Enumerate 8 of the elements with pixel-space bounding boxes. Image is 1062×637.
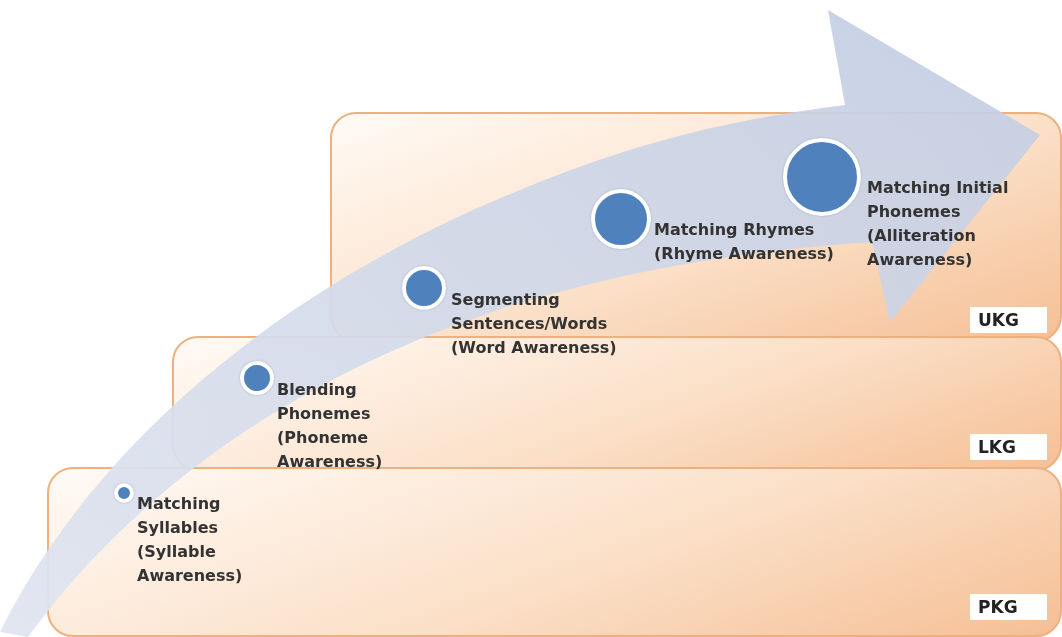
milestone-text: Blending Phonemes (Phoneme Awareness)	[277, 379, 384, 473]
level-label: LKG	[970, 434, 1047, 460]
milestone-text: Matching Syllables (Syllable Awareness)	[137, 493, 244, 587]
milestone-text: Segmenting Sentences/Words (Word Awareness)	[451, 289, 618, 359]
milestone-text: Matching Rhymes (Rhyme Awareness)	[654, 219, 834, 265]
milestone-text: Matching Initial Phonemes (Alliteration Awareness)	[867, 177, 1010, 271]
level-label: PKG	[970, 594, 1047, 620]
level-label: UKG	[970, 307, 1047, 333]
